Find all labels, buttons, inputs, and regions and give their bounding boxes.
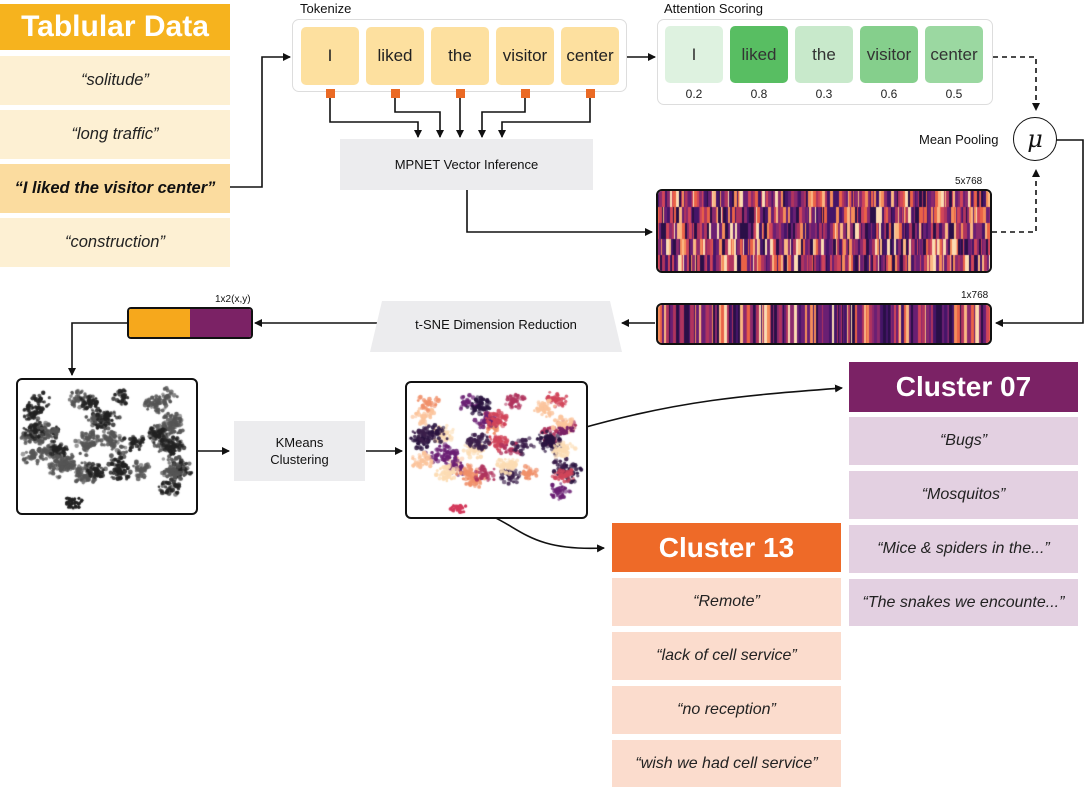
clustered-scatter-canvas — [407, 383, 586, 517]
attention-score: 0.5 — [945, 87, 963, 101]
token-box: liked — [366, 27, 424, 85]
token-marker — [456, 89, 465, 98]
token-marker — [521, 89, 530, 98]
reduced-dims-label: 1x2(x,y) — [215, 294, 251, 305]
cluster07-row: “The snakes we encounte...” — [849, 579, 1078, 626]
cluster07-row: “Mice & spiders in the...” — [849, 525, 1078, 573]
cluster13-title: Cluster 13 — [612, 523, 841, 572]
arrow-matrix-to-pooling — [992, 169, 1040, 233]
attention-score: 0.3 — [815, 87, 833, 101]
attention-token: visitor — [860, 26, 918, 83]
kmeans-clustering: KMeans Clustering — [234, 421, 365, 481]
arrow-pooling-to-vector — [995, 139, 1084, 327]
tabular-row-selected: “I liked the visitor center” — [0, 164, 230, 213]
tabular-row: “long traffic” — [0, 110, 230, 159]
tabular-data-title: Tablular Data — [0, 4, 230, 50]
cluster13-row: “no reception” — [612, 686, 841, 734]
cluster07-row: “Mosquitos” — [849, 471, 1078, 519]
cluster13-row: “lack of cell service” — [612, 632, 841, 680]
kmeans-label: KMeans Clustering — [270, 435, 329, 467]
attention-token: I — [665, 26, 723, 83]
mpnet-vector-inference: MPNET Vector Inference — [340, 139, 593, 190]
attention-score: 0.6 — [880, 87, 898, 101]
tsne-dimension-reduction: t-SNE Dimension Reduction — [415, 317, 577, 332]
reduced-x-cell — [129, 309, 190, 337]
embedding-matrix-heatmap — [656, 189, 992, 273]
mean-pooling-label: Mean Pooling — [919, 132, 999, 147]
arrow-row-to-tokenize — [230, 53, 291, 188]
attention-score: 0.2 — [685, 87, 703, 101]
clustered-scatter-plot — [405, 381, 588, 519]
cluster07-row: “Bugs” — [849, 417, 1078, 465]
attention-label: Attention Scoring — [664, 1, 764, 16]
reduced-y-cell — [190, 309, 251, 337]
tokenize-label: Tokenize — [300, 1, 352, 16]
cluster13-row: “wish we had cell service” — [612, 740, 841, 787]
tsne-scatter-canvas — [18, 380, 196, 513]
pooled-vector-heatmap — [656, 303, 992, 345]
arrow-token1-to-mpnet — [329, 98, 422, 138]
tabular-row: “construction” — [0, 218, 230, 267]
attention-token: center — [925, 26, 983, 83]
tsne-scatter-plot — [16, 378, 198, 515]
attention-token: liked — [730, 26, 788, 83]
token-box: I — [301, 27, 359, 85]
reduced-vector-2d — [127, 307, 253, 339]
embedding-matrix-canvas — [658, 191, 990, 271]
arrow-token4-to-mpnet — [478, 98, 526, 138]
arrow-token5-to-mpnet — [498, 98, 591, 138]
token-box: visitor — [496, 27, 554, 85]
cluster13-row: “Remote” — [612, 578, 841, 626]
matrix-dims-label: 5x768 — [955, 176, 983, 187]
token-box: center — [561, 27, 619, 85]
cluster07-title: Cluster 07 — [849, 362, 1078, 412]
attention-score: 0.8 — [750, 87, 768, 101]
arrow-attention-to-pooling — [993, 56, 1040, 111]
token-box: the — [431, 27, 489, 85]
attention-token: the — [795, 26, 853, 83]
token-marker — [586, 89, 595, 98]
tabular-row: “solitude” — [0, 56, 230, 105]
arrow-mpnet-to-matrix — [466, 190, 653, 236]
arrow-reduced-to-scatter — [68, 322, 127, 376]
token-marker — [391, 89, 400, 98]
pooled-vector-canvas — [658, 305, 990, 343]
mean-pooling-mu-icon: μ — [1013, 117, 1057, 161]
arrow-to-cluster07 — [578, 384, 843, 430]
tsne-box-shape — [370, 301, 622, 352]
arrow-token2-to-mpnet — [394, 98, 444, 138]
pooled-dims-label: 1x768 — [961, 290, 989, 301]
token-marker — [326, 89, 335, 98]
